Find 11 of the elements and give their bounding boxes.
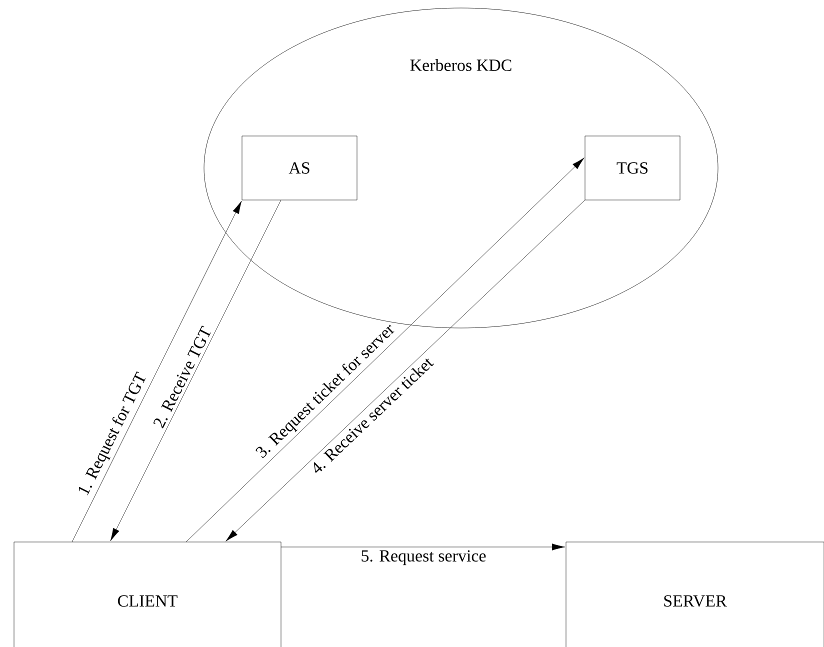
arrow	[72, 200, 242, 542]
edge-label: 5. Request service	[362, 550, 486, 566]
arrow	[226, 200, 586, 542]
process-box: AS	[242, 136, 358, 200]
process-box: CLIENT	[14, 542, 282, 647]
process-box: SERVER	[566, 542, 824, 647]
arrow	[110, 200, 282, 542]
group-title: Kerberos KDC	[410, 59, 512, 71]
process-box: TGS	[584, 136, 680, 200]
arrow	[186, 158, 584, 542]
arrow	[280, 544, 565, 550]
